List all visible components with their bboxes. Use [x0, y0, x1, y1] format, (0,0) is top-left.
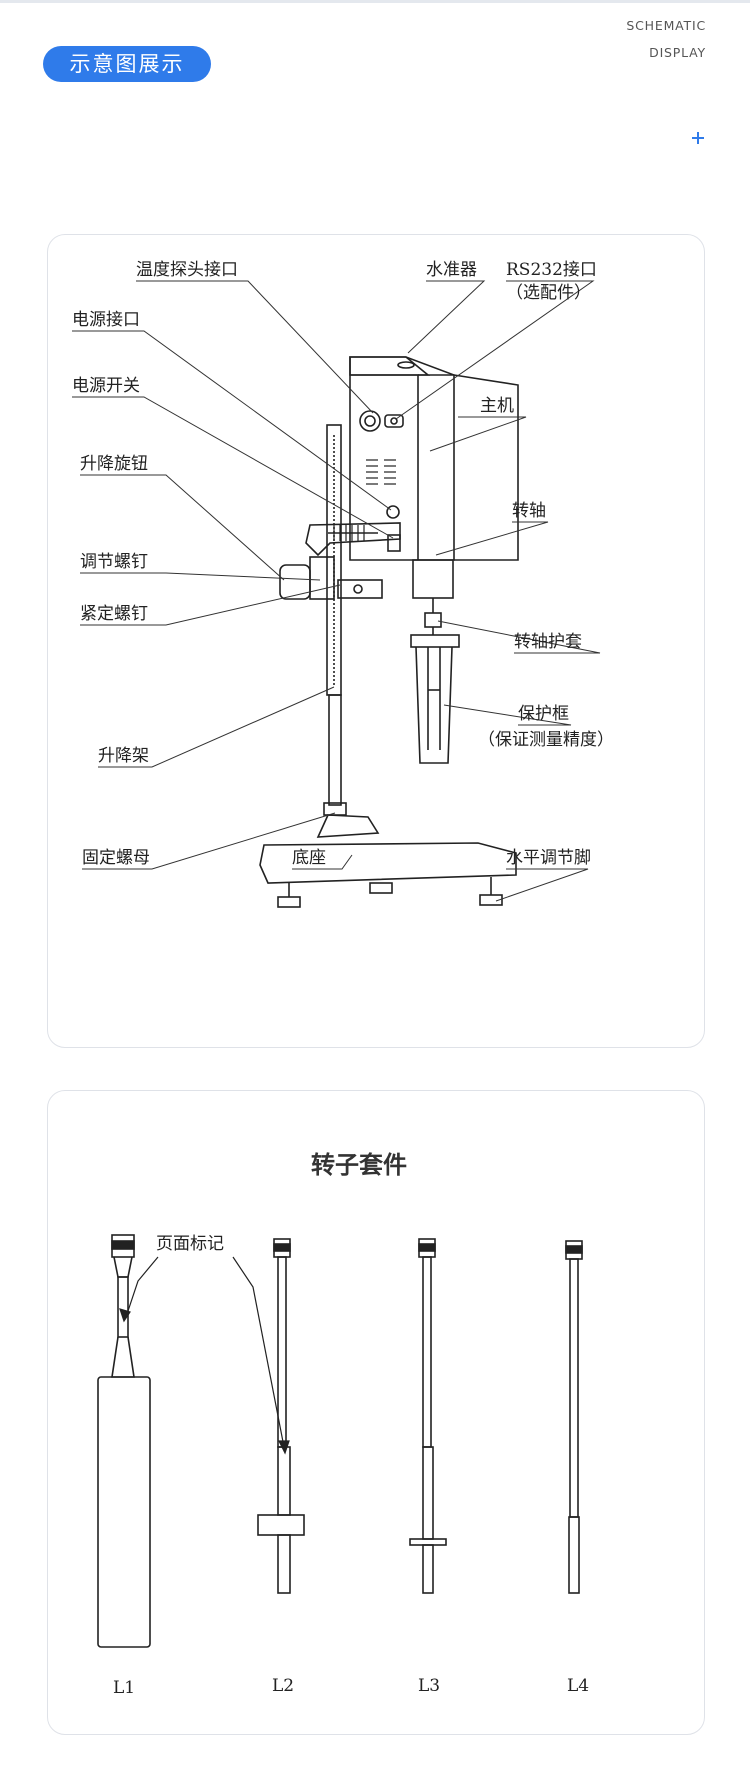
label-page-mark: 页面标记: [156, 1234, 224, 1254]
rotor-set-card: 转子套件: [47, 1090, 705, 1735]
label-temp-probe-port: 温度探头接口: [136, 260, 238, 280]
rotor-l1-body: [97, 1376, 151, 1648]
label-level: 水准器: [426, 260, 477, 280]
label-base: 底座: [292, 848, 326, 868]
power-switch: [387, 534, 401, 552]
main-unit-side: [418, 374, 519, 561]
label-main-unit: 主机: [480, 396, 514, 416]
rotor-l4-tip: [568, 1516, 580, 1594]
label-power-port: 电源接口: [72, 310, 140, 330]
power-port: [386, 505, 400, 519]
label-lock-screw: 紧定螺钉: [80, 604, 148, 624]
label-lift-knob: 升降旋钮: [80, 454, 148, 474]
label-power-switch: 电源开关: [72, 376, 140, 396]
label-level-foot: 水平调节脚: [506, 848, 591, 868]
foot-middle: [369, 882, 393, 894]
rs232-port: [384, 414, 404, 428]
rotor-label-l1: L1: [113, 1678, 135, 1698]
label-protect-frame-note: （保证测量精度）: [478, 730, 614, 750]
label-rs232-note: （选配件）: [506, 283, 591, 303]
section-title-badge: 示意图展示: [43, 46, 211, 82]
rotor-l2-disc: [257, 1514, 305, 1536]
arm: [305, 522, 401, 557]
base: [259, 842, 517, 884]
rotor-set-diagram: 转子套件: [97, 1151, 589, 1698]
label-protect-frame: 保护框: [518, 704, 569, 724]
subtitle-display: DISPLAY: [649, 45, 706, 60]
lift-knob: [279, 564, 311, 600]
label-rs232: RS232接口: [506, 260, 597, 280]
top-divider: [0, 0, 750, 3]
label-adjust-screw: 调节螺钉: [80, 552, 148, 572]
label-shaft: 转轴: [512, 501, 546, 521]
plus-icon[interactable]: [690, 130, 706, 146]
level-bubble: [397, 361, 415, 369]
rotor-label-l3: L3: [418, 1676, 440, 1696]
foot-left: [277, 896, 301, 908]
instrument-diagram: 温度探头接口 水准器 RS232接口 （选配件） 电源接口 电源开关 主机 升降…: [72, 260, 614, 908]
rotor-label-l4: L4: [567, 1676, 589, 1696]
rotor-label-l2: L2: [272, 1676, 294, 1696]
rotor-l3-disc: [409, 1538, 447, 1546]
temp-probe-port: [359, 410, 381, 432]
label-fix-nut: 固定螺母: [82, 848, 150, 868]
rotor-set-title: 转子套件: [311, 1151, 407, 1179]
shaft-housing: [412, 559, 454, 599]
instrument-diagram-card: 温度探头接口 水准器 RS232接口 （选配件） 电源接口 电源开关 主机 升降…: [47, 234, 705, 1048]
protect-frame-top: [410, 634, 460, 648]
main-unit-top: [349, 356, 431, 376]
label-lift-stand: 升降架: [98, 746, 149, 766]
subtitle-schematic: SCHEMATIC: [626, 18, 706, 33]
clamp: [337, 579, 383, 599]
lift-stand-pole: [328, 694, 342, 806]
label-shaft-guard: 转轴护套: [514, 632, 582, 652]
shaft-guard: [424, 612, 442, 628]
